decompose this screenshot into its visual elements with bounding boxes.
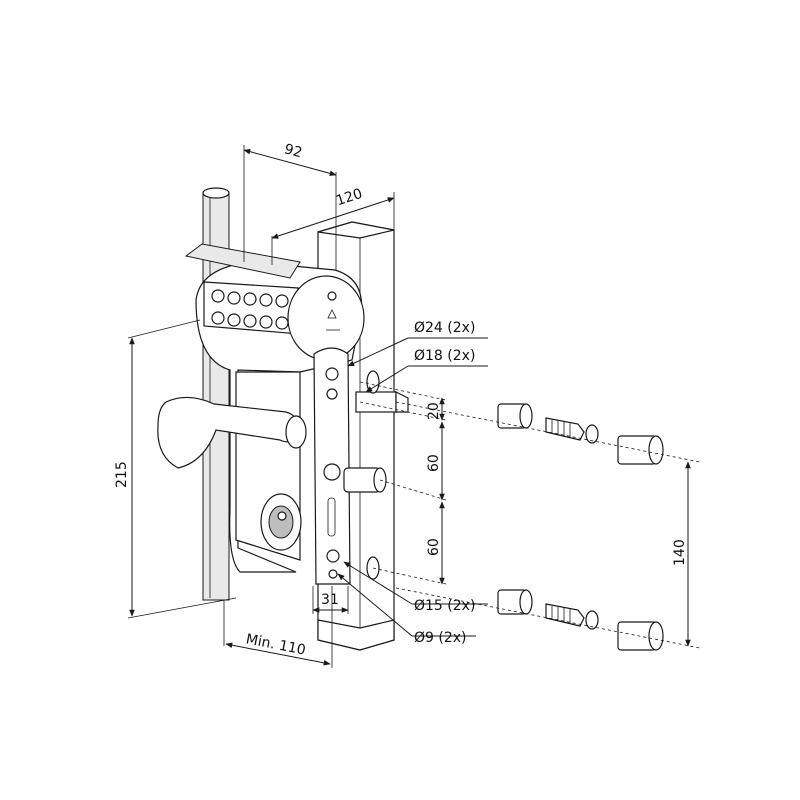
latch-bolt: [343, 391, 409, 493]
lever-handle: [157, 396, 307, 469]
dim-120-label: 120: [334, 186, 364, 209]
dim-215-label: 215: [114, 461, 130, 488]
lock-end-cap: [287, 275, 365, 361]
fixing-set-bottom: [497, 589, 664, 651]
dia-15-label: Ø15 (2x): [414, 598, 475, 614]
keypad: [203, 281, 301, 335]
keypad-cover: [184, 243, 301, 279]
dia-9-label: Ø9 (2x): [414, 630, 467, 646]
dia-24-label: Ø24 (2x): [414, 320, 475, 336]
faceplate: [313, 347, 351, 585]
dim-60-lower-label: 60: [426, 538, 442, 556]
dim-60-upper-label: 60: [426, 454, 442, 472]
dimension-lines: [129, 148, 691, 666]
dia-18-label: Ø18 (2x): [414, 348, 475, 364]
dim-140-label: 140: [672, 539, 688, 566]
fixing-set-top: [497, 403, 664, 465]
key-cylinder: [260, 493, 302, 551]
dim-20-label: 20: [426, 402, 442, 420]
dim-min-110-label: Min. 110: [244, 631, 306, 658]
dim-31-label: 31: [321, 592, 339, 608]
dim-92-label: 92: [282, 141, 303, 161]
